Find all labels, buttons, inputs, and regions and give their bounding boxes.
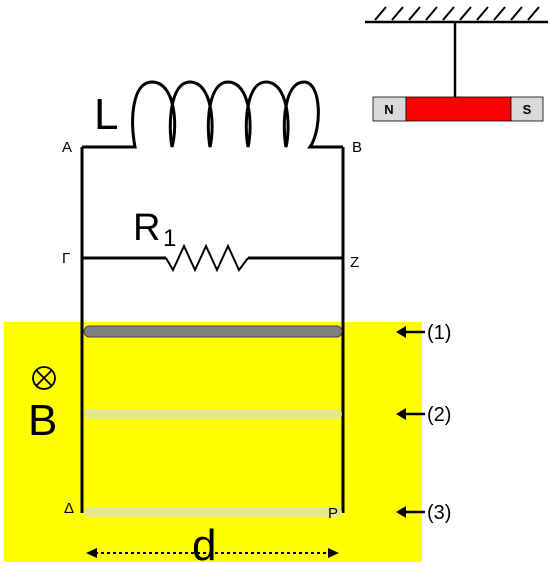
- magnet-south-pole: [510, 96, 544, 122]
- width-dimension-arrow: [86, 548, 339, 558]
- rod-position-1: [83, 325, 343, 338]
- node-a-label: A: [62, 139, 72, 156]
- position-label-3: (3): [427, 502, 451, 524]
- inductor-coil: [125, 80, 320, 149]
- node-rho-label: P: [328, 505, 338, 522]
- width-label: d: [192, 521, 216, 565]
- bar-magnet: N S: [372, 96, 544, 122]
- pole-s-label: S: [523, 102, 532, 117]
- node-b-label: B: [352, 139, 362, 156]
- position-arrow-3: [396, 506, 425, 518]
- ceiling-support: [365, 6, 548, 24]
- inductor-label: L: [94, 90, 118, 139]
- node-gamma-label: Γ: [62, 250, 70, 267]
- resistor-zigzag: [165, 243, 249, 273]
- position-label-2: (2): [427, 404, 451, 426]
- field-label: B: [28, 396, 57, 445]
- node-z-label: Z: [350, 254, 359, 271]
- position-label-1: (1): [427, 322, 451, 344]
- magnet-body: [405, 96, 512, 122]
- rod-position-2: [84, 409, 342, 419]
- rod-position-3: [84, 507, 342, 517]
- position-arrow-2: [396, 408, 425, 420]
- resistor-subscript: 1: [163, 225, 176, 252]
- field-into-page-icon: [32, 366, 56, 390]
- magnetic-field-region: [4, 322, 422, 562]
- node-delta-label: Δ: [64, 500, 74, 517]
- pole-n-label: N: [384, 102, 393, 117]
- position-arrow-1: [396, 326, 425, 338]
- resistor-label: R: [133, 207, 160, 249]
